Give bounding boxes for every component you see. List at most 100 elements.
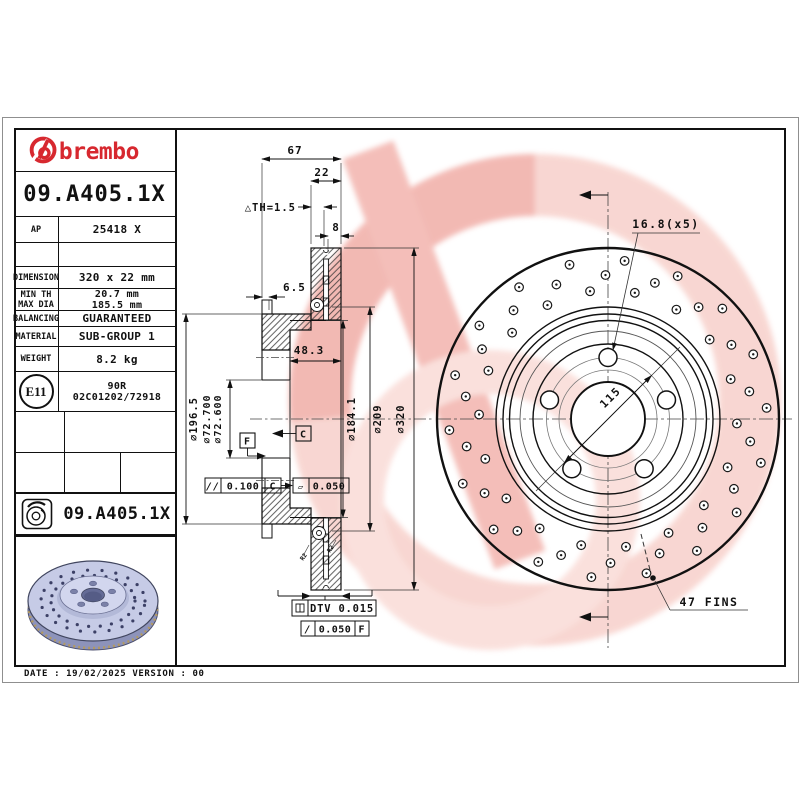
photo-bolt-holes	[70, 580, 116, 607]
product-photo	[27, 560, 159, 651]
dtv-frame	[291, 599, 377, 617]
hat-step-top	[261, 299, 273, 315]
row-value: 20.7 mm	[94, 288, 140, 300]
section-arrow-top	[579, 190, 608, 200]
dim-483: 48.3	[294, 344, 325, 357]
brembo-wordmark: brembo	[58, 138, 138, 164]
dim-22: 22	[314, 166, 329, 179]
hat-step-bottom	[261, 523, 273, 539]
row-label: BALANCING	[13, 311, 59, 326]
label-part-number: 09.A405.1X	[63, 504, 171, 524]
dim-67: 67	[287, 144, 302, 157]
dia-209: ∅209	[372, 404, 384, 433]
outer-page-frame	[2, 117, 799, 683]
table-row-minth-maxdia: MIN TH MAX DIA 20.7 mm 185.5 mm	[14, 289, 175, 311]
brembo-logo: brembo	[29, 136, 139, 164]
row-value: GUARANTEED	[82, 312, 152, 325]
dia-320: ∅320	[395, 404, 407, 433]
flatness-symbol: ▱	[298, 483, 304, 493]
parallelism-symbol: //	[206, 482, 220, 493]
bolt-hole-label: 16.8(x5)	[632, 217, 699, 231]
dim-65: 6.5	[283, 281, 306, 294]
table-row-dimension: DIMENSION 320 x 22 mm	[13, 267, 175, 289]
dtv-value: DTV 0.015	[310, 603, 374, 615]
homologation-line1: 90R	[107, 380, 127, 392]
part-number: 09.A405.1X	[23, 181, 166, 207]
fins-leader	[640, 533, 748, 611]
drawing-labels: 67 22 △TH=1.5 8 6.5 48.3 ∅196.5 ∅72.700 …	[188, 144, 739, 636]
date-version-line: DATE : 19/02/2025 VERSION : 00	[24, 669, 205, 679]
outer-diameter-circle	[435, 246, 781, 592]
row-label: AP	[14, 217, 59, 242]
row-label: WEIGHT	[14, 347, 59, 371]
part-number-row: 09.A405.1X	[14, 172, 175, 217]
dim-th: △TH=1.5	[245, 202, 296, 214]
brembo-roundel-icon	[29, 136, 56, 163]
vane-cut	[322, 555, 330, 565]
watermark-ring-dense-arc	[289, 154, 781, 646]
row-label: MIN TH	[20, 289, 52, 300]
e11-mark: E11	[18, 374, 54, 409]
parallelism-datum: C	[269, 482, 276, 493]
table-row-empty	[14, 243, 175, 267]
section-arrow-bottom	[579, 612, 608, 622]
bracket-and-dtv	[277, 590, 377, 637]
vane-cut	[322, 275, 330, 285]
dia-72600: ∅72.600	[213, 394, 224, 443]
dia-1965: ∅196.5	[188, 397, 200, 441]
flatness-frame	[292, 477, 350, 494]
row-value2: 185.5 mm	[91, 299, 143, 311]
spec-table: brembo 09.A405.1X AP 25418 X DIMENSION 3…	[13, 128, 177, 667]
section-dimensions-horizontal	[246, 156, 354, 364]
table-row-empty3	[14, 453, 175, 494]
homologation-line2: 02C01202/72918	[72, 391, 162, 403]
datum-c-flag	[272, 425, 312, 442]
fillet-labels	[302, 539, 337, 557]
section-view	[182, 156, 434, 637]
inner-drawing-frame	[14, 128, 786, 667]
row-value: 320 x 22 mm	[78, 271, 156, 284]
dia-72700: ∅72.700	[202, 394, 213, 443]
watermark-b-stem	[342, 140, 546, 570]
row-label: DIMENSION	[13, 267, 59, 288]
fillet-b-label: R2	[326, 544, 336, 554]
runout-value: 0.050	[319, 625, 352, 636]
row-value	[59, 243, 175, 266]
parallelism-value: 0.100	[227, 482, 260, 493]
dim-8: 8	[332, 221, 340, 234]
datum-c-label: C	[300, 430, 307, 441]
fins-label: 47 FINS	[680, 595, 739, 609]
table-row-material: MATERIAL SUB-GROUP 1	[14, 327, 175, 347]
table-row-empty2	[14, 412, 175, 453]
product-photo-cell	[14, 537, 175, 667]
runout-symbol: /	[304, 625, 311, 636]
row-value: SUB-GROUP 1	[78, 330, 156, 343]
photo-drilled-holes	[39, 568, 147, 634]
table-row-homologation: E11 90R 02C01202/72918	[14, 372, 175, 412]
row-value: 25418 X	[92, 223, 142, 236]
bolt-holes	[539, 347, 677, 479]
table-row-weight: WEIGHT 8.2 kg	[14, 347, 175, 372]
fillet-a-label: R2	[299, 552, 309, 562]
datum-f-label: F	[244, 437, 251, 448]
table-row-ap: AP 25418 X	[14, 217, 175, 243]
runout-frame	[300, 620, 370, 637]
bolt-hole-leader	[612, 232, 700, 351]
front-view	[435, 190, 792, 648]
row-label2: MAX DIA	[18, 299, 54, 310]
flatness-value: 0.050	[313, 482, 346, 493]
row-label: MATERIAL	[14, 327, 59, 346]
pcd-dimension	[535, 346, 681, 492]
drilled-holes-pattern	[444, 255, 772, 583]
runout-datum: F	[358, 625, 365, 636]
brand-logo-row: brembo	[14, 128, 175, 172]
parallelism-frame	[204, 477, 293, 494]
row-label	[14, 243, 59, 266]
row-value: 8.2 kg	[96, 352, 138, 366]
dia-1841: ∅184.1	[346, 397, 358, 441]
brake-disc-icon	[21, 498, 52, 530]
table-row-balancing: BALANCING GUARANTEED	[13, 311, 175, 327]
